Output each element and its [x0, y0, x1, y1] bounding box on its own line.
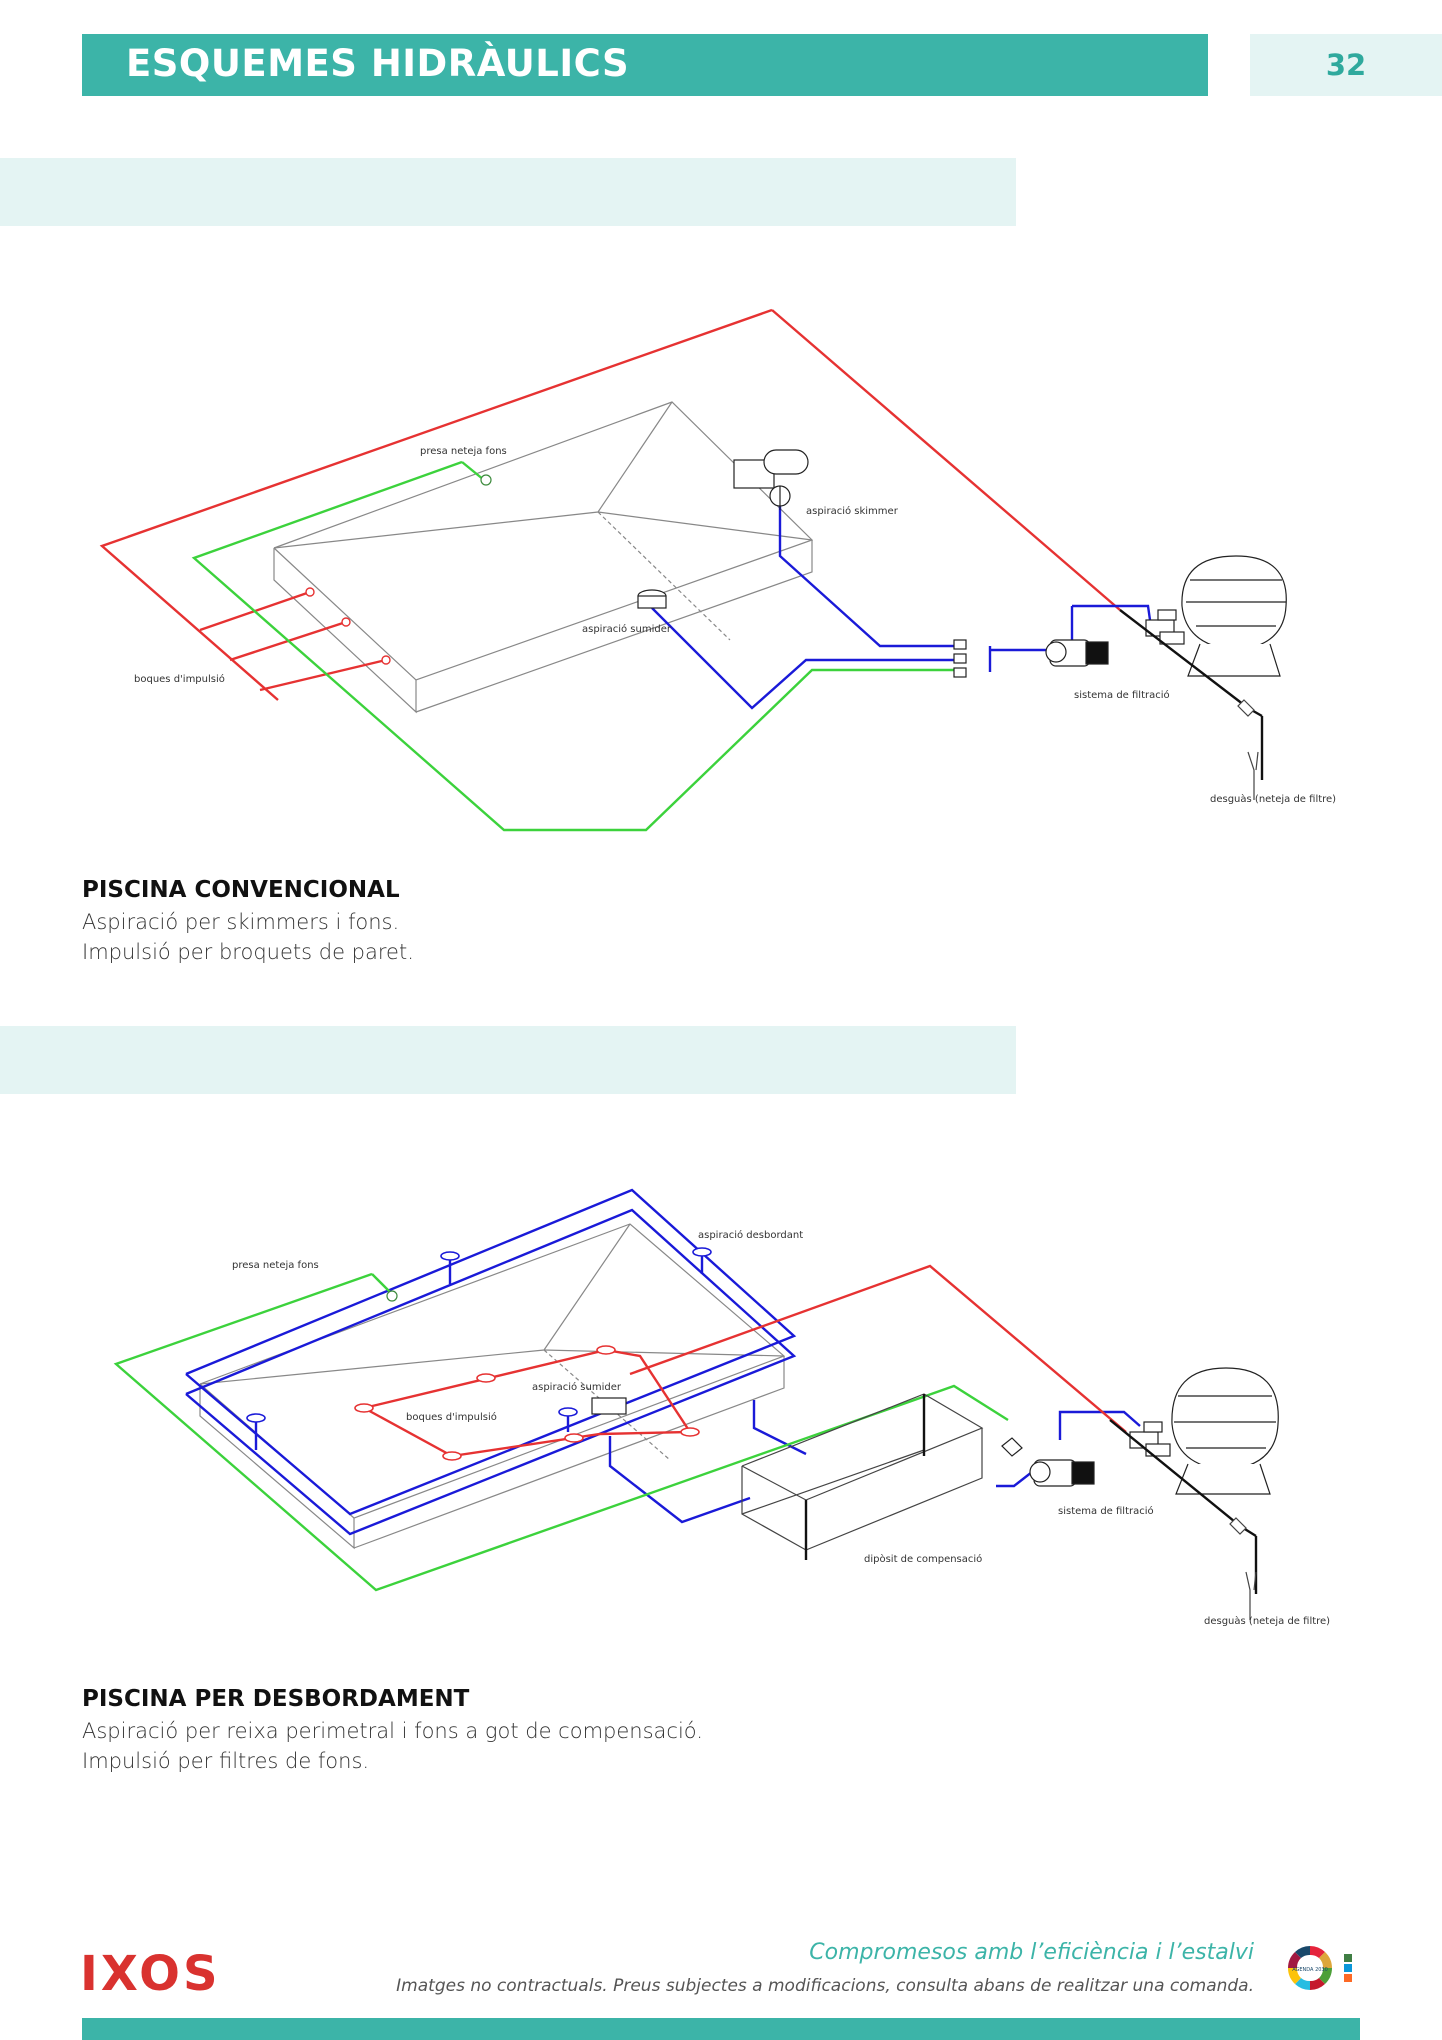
- section-title-overflow: PISCINA PER DESBORDAMENT: [82, 1686, 470, 1712]
- label-filtracio-2: sistema de filtració: [1058, 1505, 1154, 1517]
- filter-icon-2: [1129, 1367, 1279, 1495]
- slogan: Compromesos amb l’eficiència i l’estalvi: [809, 1940, 1254, 1965]
- label-filtracio: sistema de filtració: [1074, 689, 1170, 701]
- suction-line: [651, 500, 1152, 710]
- label-boques: boques d'impulsió: [134, 673, 225, 685]
- disclaimer: Imatges no contractuals. Preus subjectes…: [396, 1976, 1254, 1996]
- diagram-conventional: presa neteja fons aspiració skimmer aspi…: [0, 280, 1442, 860]
- label-desguas-2: desguàs (neteja de filtre): [1204, 1615, 1330, 1627]
- section-desc-1: Aspiració per skimmers i fons.: [82, 910, 400, 934]
- collector-icon: [953, 639, 967, 678]
- pool-outline: [273, 401, 814, 714]
- footer-bar: [82, 2018, 1360, 2040]
- label-diposit: dipòsit de compensació: [864, 1553, 982, 1565]
- section-title-conventional: PISCINA CONVENCIONAL: [82, 877, 400, 903]
- section-band-1: [0, 158, 1016, 226]
- page-number: 32: [1325, 48, 1367, 82]
- sump-icon: [637, 589, 667, 609]
- sdg-wheel-icon: AGENDA 2030: [1288, 1946, 1352, 1990]
- page-title: ESQUEMES HIDRÀULICS: [126, 42, 630, 85]
- label-presa: presa neteja fons: [420, 446, 507, 457]
- page-number-box: 32: [1250, 34, 1442, 96]
- hydraulic-diagram-1: presa neteja fons aspiració skimmer aspi…: [99, 308, 1336, 832]
- diagram-overflow: presa neteja fons aspiració desbordant a…: [0, 1160, 1442, 1640]
- skimmer-icon: [733, 449, 809, 510]
- header-bar: ESQUEMES HIDRÀULICS: [82, 34, 1208, 96]
- pump-icon: [1045, 639, 1109, 667]
- label-skimmer: aspiració skimmer: [806, 505, 899, 517]
- impulsion-line: [99, 308, 1121, 701]
- label-sumider: aspiració sumider: [582, 623, 672, 635]
- label-presa-2: presa neteja fons: [232, 1260, 319, 1271]
- pump-icon-2: [1001, 1437, 1095, 1487]
- section2-desc-1: Aspiració per reixa perimetral i fons a …: [82, 1719, 703, 1743]
- section-desc-2: Impulsió per broquets de paret.: [82, 940, 414, 964]
- bottom-suction-line: [191, 460, 956, 832]
- section2-desc-2: Impulsió per filtres de fons.: [82, 1749, 370, 1773]
- label-desbordant: aspiració desbordant: [698, 1229, 803, 1241]
- filter-icon: [1145, 555, 1287, 677]
- label-desguas: desguàs (neteja de filtre): [1210, 793, 1336, 805]
- label-sumider-2: aspiració sumider: [532, 1381, 622, 1393]
- label-boques-2: boques d'impulsió: [406, 1411, 497, 1423]
- agenda-2030-logo: AGENDA 2030: [1280, 1940, 1360, 1996]
- agenda-badge-text: AGENDA 2030: [1292, 1967, 1328, 1973]
- section-band-2: [0, 1026, 1016, 1094]
- hydraulic-diagram-2: presa neteja fons aspiració desbordant a…: [113, 1188, 1330, 1627]
- ixos-logo: IXOS: [80, 1946, 221, 2002]
